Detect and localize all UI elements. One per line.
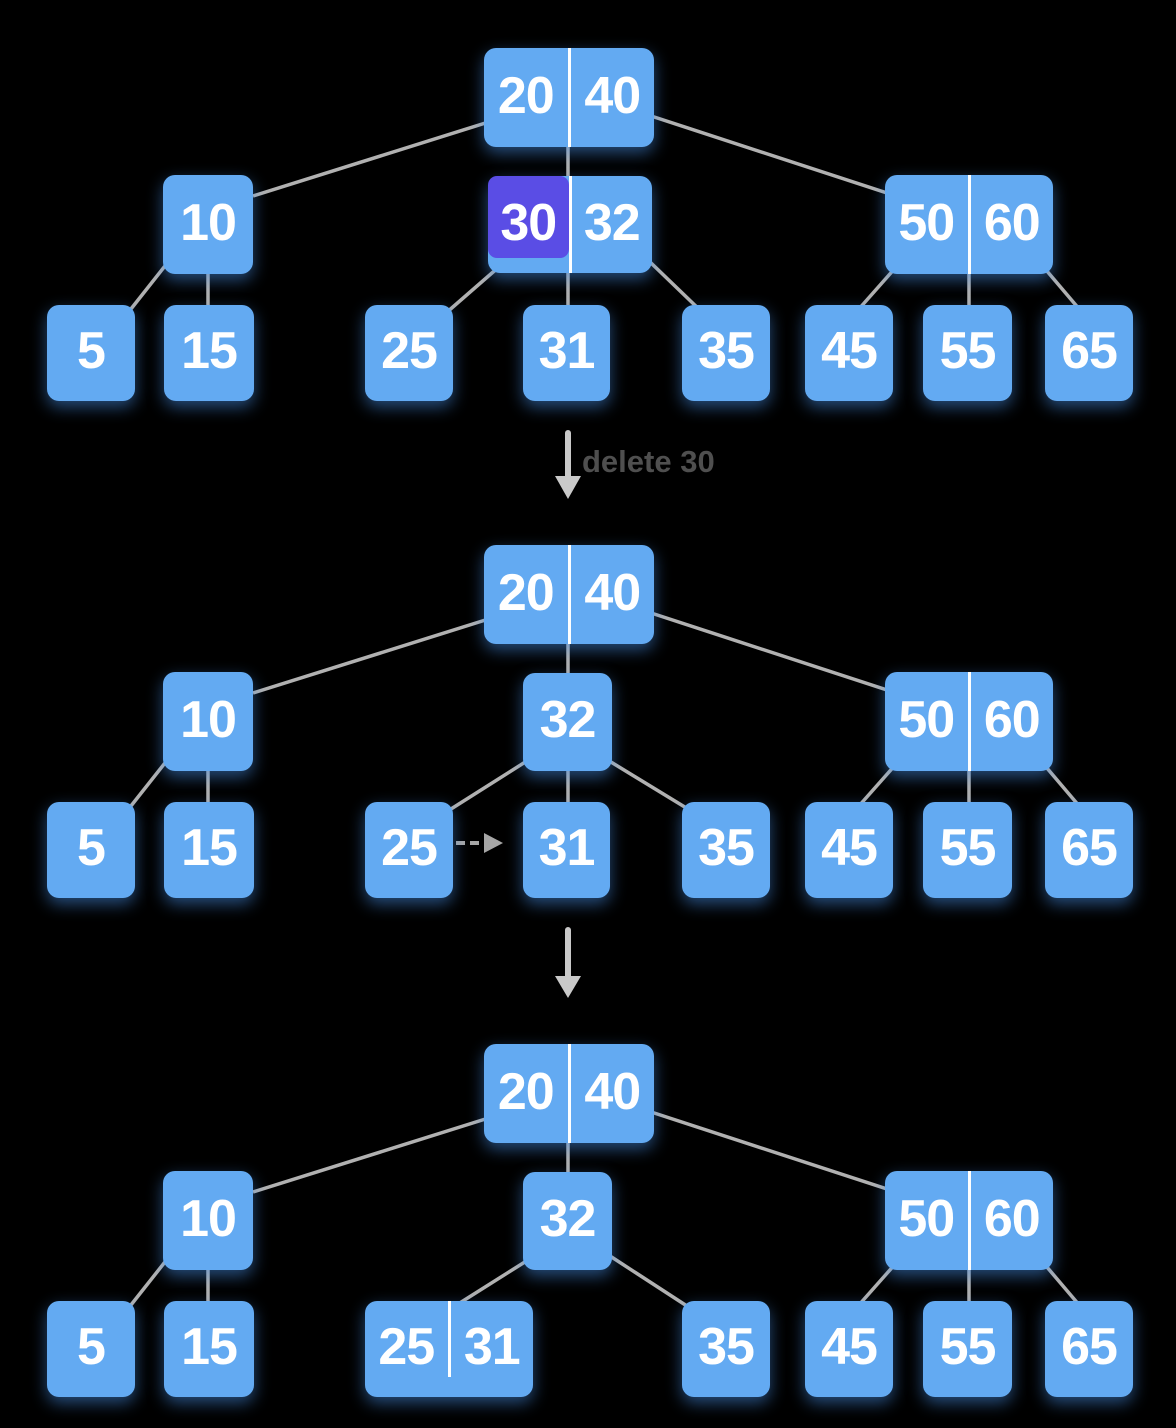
key-cell: 55 (939, 322, 997, 380)
key-divider (967, 175, 971, 274)
dashed-right-arrow-icon (456, 833, 503, 853)
node-35: 35 (682, 802, 770, 898)
key-divider (967, 1171, 971, 1270)
node-50-60: 50 60 (885, 1171, 1053, 1270)
node-20-40: 20 40 (484, 545, 654, 644)
node-55: 55 (923, 802, 1012, 898)
node-55: 55 (923, 1301, 1012, 1397)
key-cell: 60 (983, 690, 1041, 749)
key-divider (567, 48, 571, 147)
node-25: 25 (365, 305, 453, 401)
node-10: 10 (163, 175, 253, 274)
highlighted-key-background (488, 176, 569, 258)
key-cell: 35 (698, 1318, 755, 1376)
key-cell: 60 (983, 1189, 1041, 1248)
key-cell: 20 (497, 66, 555, 125)
key-cell: 65 (1061, 322, 1118, 380)
key-cell: 35 (698, 819, 755, 877)
node-32: 32 (523, 673, 612, 771)
node-50-60: 50 60 (885, 672, 1053, 771)
node-5: 5 (47, 1301, 135, 1397)
node-25-31: 25 31 (365, 1301, 533, 1397)
key-cell: 25 (381, 322, 438, 380)
node-25: 25 (365, 802, 453, 898)
down-arrow-icon (555, 927, 581, 998)
node-32: 32 (523, 1172, 612, 1270)
node-65: 65 (1045, 1301, 1133, 1397)
node-31: 31 (523, 802, 610, 898)
btree-stage-3-merged: 20 40 10 32 50 60 5 15 25 31 35 (0, 996, 1176, 1428)
btree-stage-2-key-removed: 20 40 10 32 50 60 5 15 25 31 35 (0, 497, 1176, 929)
key-cell: 5 (77, 819, 106, 877)
key-divider (567, 545, 571, 644)
node-35: 35 (682, 305, 770, 401)
key-cell-highlighted: 30 (500, 193, 557, 252)
node-35: 35 (682, 1301, 770, 1397)
key-cell: 5 (77, 1318, 106, 1376)
key-cell: 20 (497, 1062, 555, 1121)
key-cell: 32 (539, 691, 597, 749)
node-45: 45 (805, 305, 893, 401)
node-10: 10 (163, 1171, 253, 1270)
key-cell: 35 (698, 322, 755, 380)
key-cell: 50 (898, 1189, 955, 1248)
key-cell: 55 (939, 1318, 997, 1376)
node-15: 15 (164, 305, 254, 401)
key-cell: 45 (821, 819, 878, 877)
node-20-40: 20 40 (484, 48, 654, 147)
key-cell: 10 (180, 690, 237, 749)
node-45: 45 (805, 802, 893, 898)
key-cell: 55 (939, 819, 997, 877)
key-cell: 32 (583, 193, 641, 252)
node-50-60: 50 60 (885, 175, 1053, 274)
key-cell: 15 (181, 1318, 238, 1376)
key-divider (967, 672, 971, 771)
node-55: 55 (923, 305, 1012, 401)
key-cell: 31 (463, 1318, 521, 1376)
key-cell: 50 (898, 690, 955, 749)
key-divider (567, 1044, 571, 1143)
key-cell: 45 (821, 322, 878, 380)
key-divider (447, 1301, 451, 1377)
node-10: 10 (163, 672, 253, 771)
node-15: 15 (164, 1301, 254, 1397)
key-cell: 10 (180, 1189, 237, 1248)
key-cell: 15 (181, 322, 238, 380)
node-15: 15 (164, 802, 254, 898)
down-arrow-icon (555, 430, 581, 499)
key-cell: 5 (77, 322, 106, 380)
key-cell: 25 (378, 1318, 435, 1376)
key-cell: 40 (584, 563, 641, 622)
key-cell: 65 (1061, 819, 1118, 877)
node-31: 31 (523, 305, 610, 401)
btree-stage-1-initial: 20 40 10 30 32 50 60 5 15 25 31 (0, 0, 1176, 432)
node-45: 45 (805, 1301, 893, 1397)
node-65: 65 (1045, 305, 1133, 401)
key-cell: 20 (497, 563, 555, 622)
key-cell: 40 (584, 66, 641, 125)
key-cell: 45 (821, 1318, 878, 1376)
key-cell: 10 (180, 193, 237, 252)
key-cell: 32 (539, 1190, 597, 1248)
node-65: 65 (1045, 802, 1133, 898)
key-cell: 60 (983, 193, 1041, 252)
key-cell: 31 (538, 322, 596, 380)
node-5: 5 (47, 305, 135, 401)
operation-label: delete 30 (582, 444, 715, 479)
key-cell: 40 (584, 1062, 641, 1121)
key-cell: 50 (898, 193, 955, 252)
key-cell: 15 (181, 819, 238, 877)
node-30-32-highlighted: 30 32 (488, 176, 652, 273)
node-20-40: 20 40 (484, 1044, 654, 1143)
key-cell: 25 (381, 819, 438, 877)
key-cell: 65 (1061, 1318, 1118, 1376)
node-5: 5 (47, 802, 135, 898)
key-cell: 31 (538, 819, 596, 877)
key-divider (568, 176, 572, 273)
